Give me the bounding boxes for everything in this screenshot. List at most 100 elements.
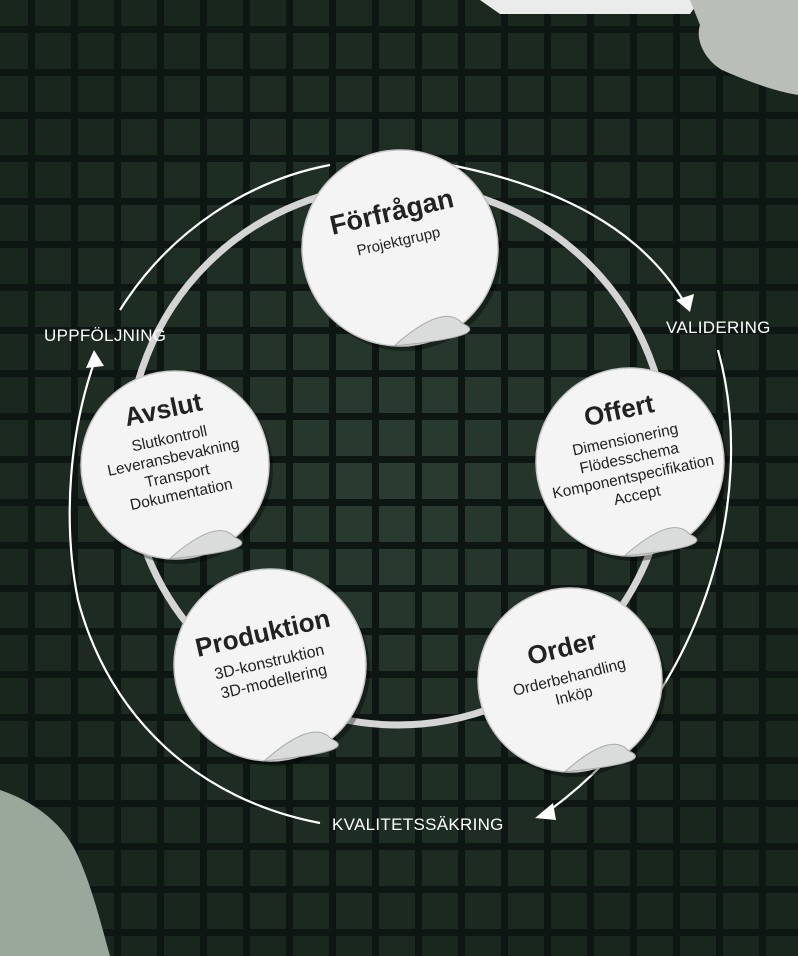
grid-cell: [465, 807, 501, 843]
grid-cell: [422, 936, 458, 956]
grid-cell: [250, 33, 286, 69]
grid-cell: [336, 549, 372, 585]
grid-cell: [766, 119, 798, 155]
grid-cell: [508, 291, 544, 327]
grid-cell: [422, 463, 458, 499]
grid-cell: [379, 33, 415, 69]
grid-cell: [0, 76, 28, 112]
grid-cell: [422, 592, 458, 628]
grid-cell: [422, 119, 458, 155]
grid-cell: [293, 76, 329, 112]
grid-cell: [551, 334, 587, 370]
grid-cell: [680, 162, 716, 198]
grid-cell: [336, 807, 372, 843]
grid-cell: [35, 635, 71, 671]
grid-cell: [250, 291, 286, 327]
grid-cell: [0, 592, 28, 628]
grid-cell: [508, 807, 544, 843]
grid-cell: [121, 119, 157, 155]
grid-cell: [121, 0, 157, 26]
grid-cell: [0, 248, 28, 284]
page-curl: [622, 527, 698, 557]
step-bubble: [301, 149, 499, 347]
grid-cell: [465, 119, 501, 155]
grid-cell: [723, 893, 759, 929]
grid-cell: [680, 850, 716, 886]
grid-cell: [379, 119, 415, 155]
grid-cell: [508, 936, 544, 956]
grid-cell: [551, 119, 587, 155]
grid-cell: [121, 936, 157, 956]
grid-cell: [637, 807, 673, 843]
grid-cell: [723, 506, 759, 542]
grid-cell: [680, 764, 716, 800]
grid-cell: [422, 850, 458, 886]
grid-cell: [723, 635, 759, 671]
grid-cell: [35, 119, 71, 155]
arrow-top-right: [439, 161, 684, 301]
grid-cell: [121, 893, 157, 929]
grid-cell: [766, 936, 798, 956]
grid-cell: [0, 549, 28, 585]
grid-cell: [680, 334, 716, 370]
grid-cell: [465, 549, 501, 585]
grid-cell: [465, 33, 501, 69]
grid-cell: [35, 205, 71, 241]
grid-cell: [250, 936, 286, 956]
grid-cell: [35, 248, 71, 284]
grid-cell: [637, 33, 673, 69]
grid-cell: [336, 936, 372, 956]
grid-cell: [723, 162, 759, 198]
arrow-left-top: [119, 163, 331, 311]
grid-cell: [250, 850, 286, 886]
grid-cell: [78, 76, 114, 112]
arrowhead-uppfoljning: [86, 350, 104, 368]
grid-cell: [35, 76, 71, 112]
grid-cell: [336, 33, 372, 69]
grid-cell: [336, 420, 372, 456]
grid-cell: [35, 764, 71, 800]
grid-cell: [35, 420, 71, 456]
grid-cell: [594, 850, 630, 886]
grid-cell: [422, 506, 458, 542]
grid-cell: [121, 721, 157, 757]
grid-cell: [680, 635, 716, 671]
grid-cell: [551, 549, 587, 585]
grid-cell: [465, 420, 501, 456]
grid-cell: [121, 162, 157, 198]
grid-cell: [78, 248, 114, 284]
grid-cell: [508, 893, 544, 929]
grid-cell: [207, 0, 243, 26]
grid-cell: [680, 549, 716, 585]
grid-cell: [508, 506, 544, 542]
grid-cell: [594, 936, 630, 956]
grid-cell: [766, 291, 798, 327]
page-curl: [167, 530, 243, 560]
grid-cell: [637, 205, 673, 241]
grid-cell: [207, 119, 243, 155]
grid-cell: [207, 76, 243, 112]
grid-cell: [336, 463, 372, 499]
grid-cell: [637, 764, 673, 800]
grid-cell: [723, 248, 759, 284]
hand-top-right: [690, 0, 798, 95]
grid-cell: [336, 76, 372, 112]
grid-cell: [293, 893, 329, 929]
grid-cell: [78, 549, 114, 585]
page-curl: [392, 315, 471, 347]
grid-cell: [250, 76, 286, 112]
grid-cell: [723, 334, 759, 370]
grid-cell: [508, 334, 544, 370]
grid-cell: [766, 463, 798, 499]
grid-cell: [723, 420, 759, 456]
grid-cell: [0, 0, 28, 26]
grid-cell: [422, 420, 458, 456]
grid-cell: [336, 893, 372, 929]
grid-cell: [766, 850, 798, 886]
grid-cell: [78, 0, 114, 26]
grid-cell: [594, 764, 630, 800]
grid-cell: [0, 463, 28, 499]
grid-cell: [121, 807, 157, 843]
grid-cell: [0, 721, 28, 757]
grid-cell: [465, 936, 501, 956]
